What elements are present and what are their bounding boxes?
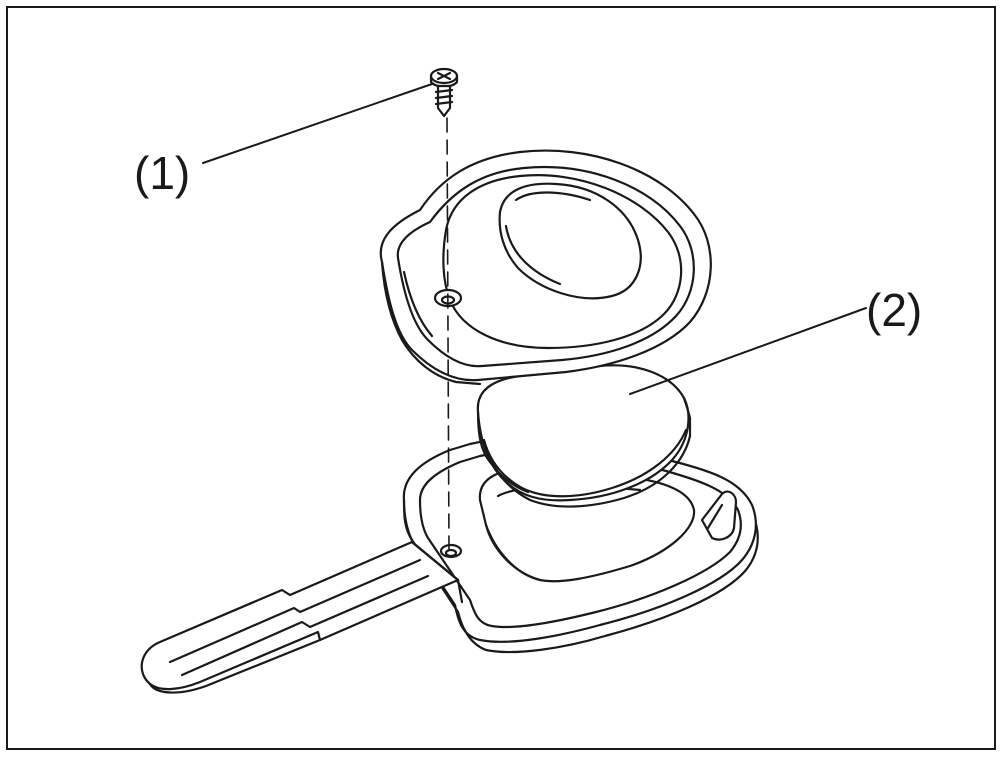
top-cover (379, 149, 712, 386)
callout-label-screw: (1) (134, 147, 191, 199)
leader-line-1 (202, 83, 433, 164)
assembly-axis-line (446, 117, 450, 551)
callout-label-transmitter: (2) (866, 284, 923, 336)
key-head-housing (402, 437, 759, 654)
leader-line-2 (629, 307, 867, 395)
key-blade (140, 540, 464, 694)
screw (429, 67, 459, 118)
